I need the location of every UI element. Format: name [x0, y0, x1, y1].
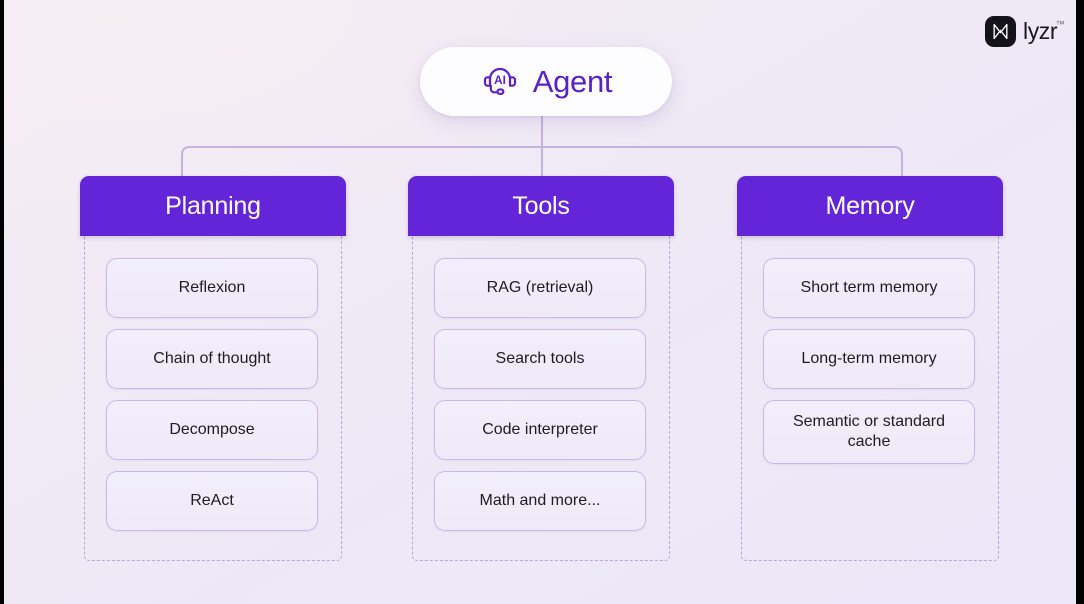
- agent-label: Agent: [532, 63, 613, 99]
- lyzr-wordmark: lyzr ™: [1023, 18, 1065, 45]
- column-body-planning: [84, 234, 342, 561]
- list-item[interactable]: Decompose: [106, 400, 318, 460]
- agent-node[interactable]: AI Agent: [420, 47, 672, 116]
- list-item[interactable]: Math and more...: [434, 471, 646, 531]
- diagram-background: lyzr ™ AI Agent: [4, 0, 1076, 604]
- lyzr-logo: lyzr ™: [985, 16, 1065, 47]
- list-item[interactable]: Code interpreter: [434, 400, 646, 460]
- lyzr-wordmark-text: lyzr: [1023, 18, 1058, 44]
- right-edge-bar: [1076, 0, 1084, 604]
- column-body-memory: [741, 234, 999, 561]
- list-item[interactable]: Semantic or standard cache: [763, 400, 975, 464]
- ai-headset-icon: AI: [480, 59, 520, 104]
- list-item[interactable]: Chain of thought: [106, 329, 318, 389]
- list-item[interactable]: Short term memory: [763, 258, 975, 318]
- column-memory: Memory Short term memory Long-term memor…: [737, 176, 1003, 561]
- column-body-tools: [412, 234, 670, 561]
- column-header-planning[interactable]: Planning: [80, 176, 346, 236]
- column-items-memory: Short term memory Long-term memory Seman…: [763, 258, 975, 464]
- list-item[interactable]: RAG (retrieval): [434, 258, 646, 318]
- column-header-tools[interactable]: Tools: [408, 176, 674, 236]
- column-items-planning: Reflexion Chain of thought Decompose ReA…: [106, 258, 318, 531]
- list-item[interactable]: Search tools: [434, 329, 646, 389]
- trademark-symbol: ™: [1055, 19, 1065, 29]
- column-tools: Tools RAG (retrieval) Search tools Code …: [408, 176, 674, 561]
- list-item[interactable]: Long-term memory: [763, 329, 975, 389]
- lyzr-butterfly-icon: [985, 16, 1016, 47]
- left-edge-bar: [0, 0, 4, 604]
- list-item[interactable]: ReAct: [106, 471, 318, 531]
- list-item[interactable]: Reflexion: [106, 258, 318, 318]
- column-items-tools: RAG (retrieval) Search tools Code interp…: [434, 258, 646, 531]
- column-header-memory[interactable]: Memory: [737, 176, 1003, 236]
- column-planning: Planning Reflexion Chain of thought Deco…: [80, 176, 346, 561]
- svg-text:AI: AI: [494, 74, 506, 87]
